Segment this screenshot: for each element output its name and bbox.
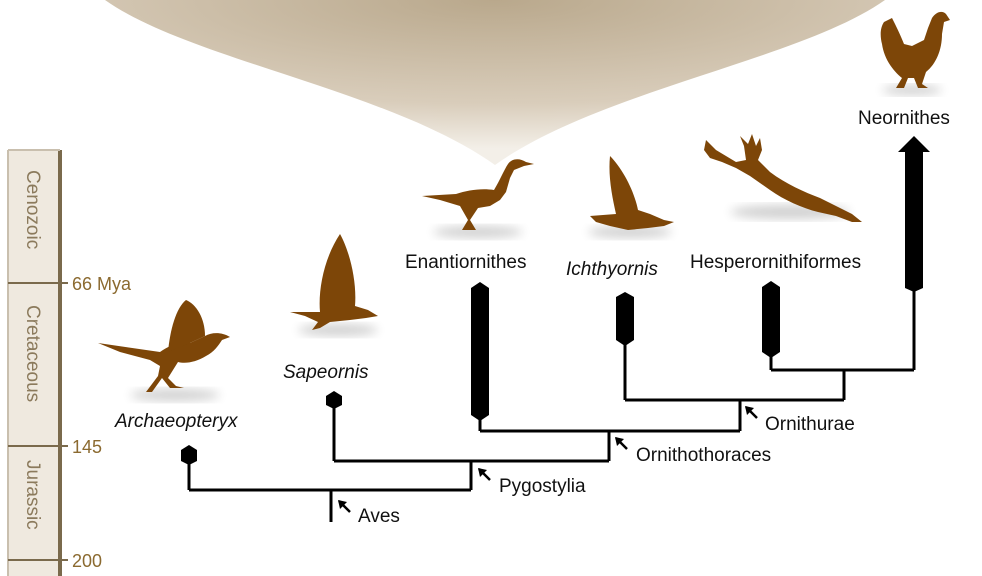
ichthyornis-bar (616, 292, 634, 346)
clade-label-ornithurae: Ornithurae (765, 414, 855, 435)
era-label-cenozoic: Cenozoic (22, 170, 43, 249)
ichthyornis-silhouette-icon (588, 156, 674, 238)
arrow-pointer-icon (615, 437, 627, 449)
clade-label-aves: Aves (358, 506, 400, 527)
arrow-pointer-icon (478, 468, 490, 480)
taxon-label-sapeornis: Sapeornis (283, 362, 369, 383)
arrow-pointer-icon (745, 406, 757, 418)
archaeopteryx-bar (181, 445, 197, 465)
taxon-label-archaeopteryx: Archaeopteryx (114, 411, 239, 432)
enantiornithes-silhouette-icon (422, 159, 534, 238)
sapeornis-silhouette-icon (290, 234, 378, 336)
neornithes-arrow-bar (898, 136, 930, 292)
era-label-jurassic: Jurassic (22, 460, 43, 530)
chicken-silhouette-icon (881, 12, 950, 95)
tick-label-145: 145 (72, 437, 102, 457)
tick-label-200: 200 (72, 551, 102, 571)
hesperornithiformes-bar (762, 281, 780, 358)
tick-label-66: 66 Mya (72, 274, 132, 294)
archaeopteryx-silhouette-icon (98, 300, 230, 401)
arrow-pointer-icon (338, 500, 350, 512)
taxon-label-hesperornithiformes: Hesperornithiformes (690, 252, 861, 273)
time-scale-bar: Cenozoic Cretaceous Jurassic 66 Mya 145 … (8, 150, 132, 576)
clade-label-pygostylia: Pygostylia (499, 476, 586, 497)
taxon-label-neornithes: Neornithes (858, 108, 950, 129)
top-fan-background (105, 0, 885, 165)
sapeornis-bar (326, 391, 342, 409)
era-label-cretaceous: Cretaceous (22, 305, 43, 402)
taxon-label-enantiornithes: Enantiornithes (405, 252, 526, 273)
enantiornithes-bar (471, 282, 489, 421)
hesperornis-silhouette-icon (704, 134, 862, 222)
taxon-label-ichthyornis: Ichthyornis (566, 259, 658, 280)
clade-label-ornithothoraces: Ornithothoraces (636, 445, 771, 466)
